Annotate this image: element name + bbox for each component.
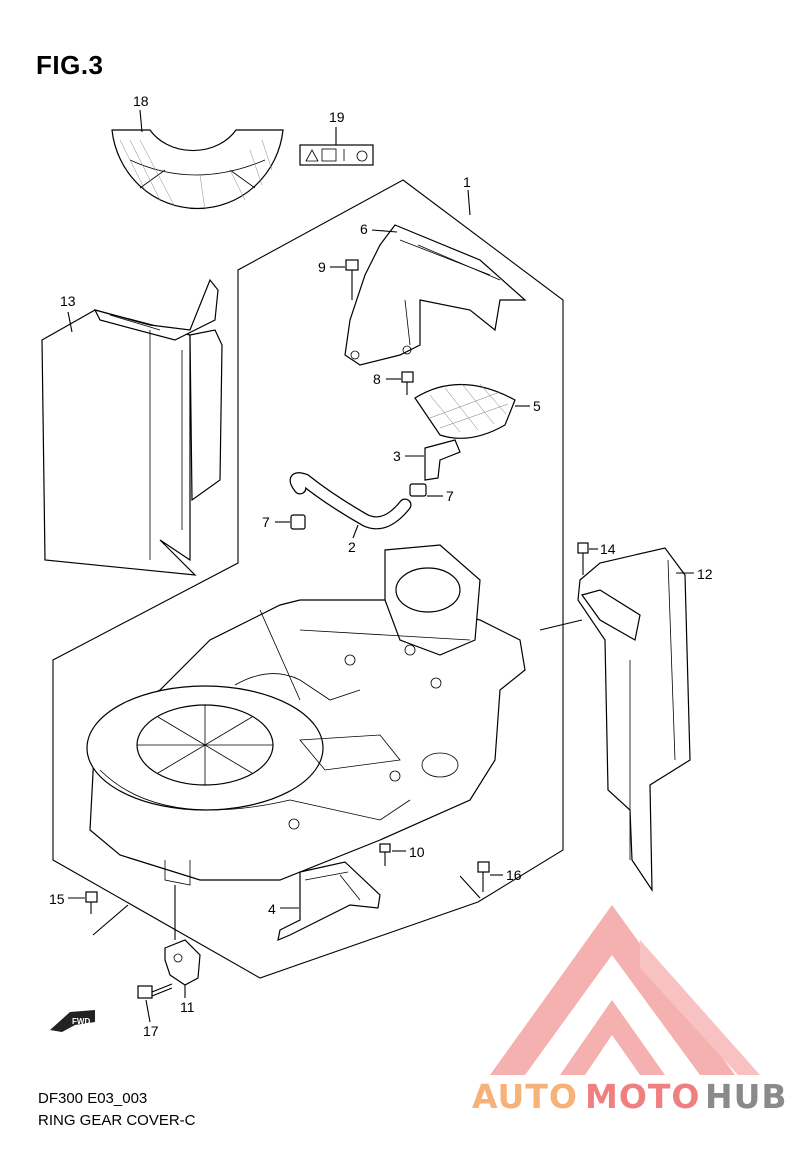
group-name: RING GEAR COVER-C — [38, 1112, 196, 1129]
part-7-clip-lower: 7 — [262, 514, 306, 530]
label-6: 6 — [360, 221, 368, 237]
part-8-bolt: 8 — [373, 371, 414, 395]
label-2: 2 — [348, 539, 356, 555]
label-18: 18 — [133, 93, 149, 109]
part-10-screw: 10 — [379, 843, 425, 866]
part-7-clip-upper: 7 — [409, 483, 454, 504]
watermark-logo-icon — [490, 905, 760, 1075]
label-8: 8 — [373, 371, 381, 387]
label-12: 12 — [697, 566, 713, 582]
label-1: 1 — [463, 174, 471, 190]
leader-1 — [467, 189, 471, 216]
figure-title: FIG.3 — [36, 50, 104, 80]
part-2-hose: 2 — [289, 472, 412, 555]
label-5: 5 — [533, 398, 541, 414]
part-18-mesh-plate: 18 — [111, 93, 284, 211]
part-4-bracket: 4 — [268, 861, 381, 941]
part-13-side-cover: 13 — [41, 278, 223, 576]
part-16-bolt: 16 — [459, 861, 522, 899]
label-4: 4 — [268, 901, 276, 917]
label-14: 14 — [600, 541, 616, 557]
part-19-caution-label: 19 — [299, 109, 374, 166]
part-3-connector: 3 — [393, 439, 461, 481]
part-11-mount: 11 — [164, 885, 201, 1015]
part-6-upper-cover: 6 — [344, 221, 527, 366]
label-10: 10 — [409, 844, 425, 860]
label-13: 13 — [60, 293, 76, 309]
fwd-label: FWD — [72, 1017, 90, 1026]
label-11: 11 — [180, 999, 195, 1015]
part-14-bolt: 14 — [577, 541, 616, 575]
label-16: 16 — [506, 867, 522, 883]
fwd-arrow-icon: FWD — [50, 1010, 95, 1032]
part-15-bolt: 15 — [49, 891, 129, 936]
label-3: 3 — [393, 448, 401, 464]
watermark-hub: HUB — [705, 1077, 788, 1116]
watermark-auto: AUTO — [472, 1077, 578, 1116]
part-17-bolt: 17 — [137, 983, 173, 1039]
assembly-outline — [52, 179, 564, 979]
part-12-side-cover: 12 — [539, 547, 713, 893]
model-code: DF300 E03_003 — [38, 1090, 148, 1107]
label-17: 17 — [143, 1023, 159, 1039]
label-7-lower: 7 — [262, 514, 270, 530]
label-7-upper: 7 — [446, 488, 454, 504]
label-19: 19 — [329, 109, 345, 125]
label-9: 9 — [318, 259, 326, 275]
watermark-moto: MOTO — [585, 1077, 700, 1116]
label-15: 15 — [49, 891, 65, 907]
part-9-bolt: 9 — [318, 259, 359, 300]
watermark-text: AUTO MOTO HUB — [472, 1077, 788, 1116]
main-ring-gear-cover — [86, 544, 526, 886]
part-5-filter: 5 — [414, 383, 541, 439]
